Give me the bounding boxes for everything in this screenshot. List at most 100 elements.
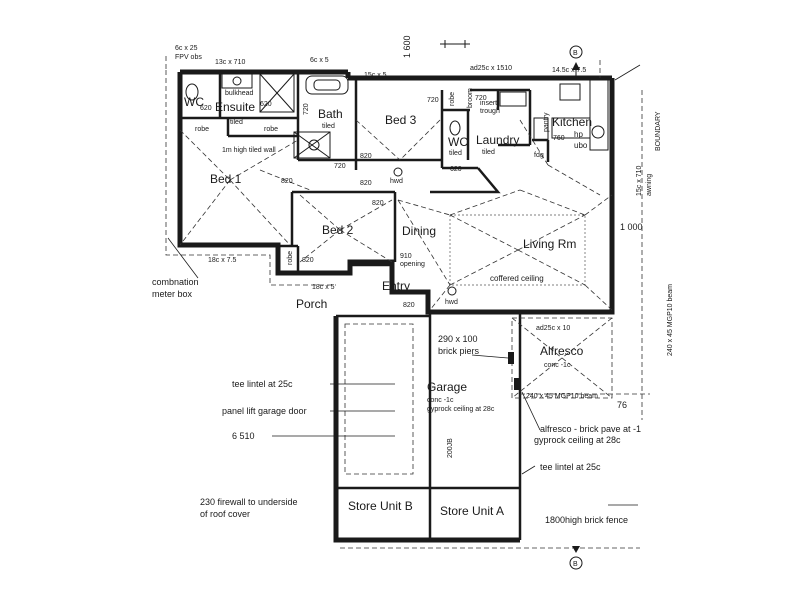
label-awning: awning [646, 174, 653, 196]
toilet-ensuite [185, 83, 199, 101]
brick-pier-2 [514, 378, 520, 390]
note-brick-piers-1: 290 x 100 [438, 334, 478, 344]
label-ubo: ubo [574, 141, 588, 150]
kitchen-island [551, 117, 591, 139]
label-200jb: 200JB [447, 438, 454, 458]
smoke-detector-icon [393, 167, 403, 177]
label-coffered: coffered ceiling [490, 274, 544, 283]
note-tee-lintel-2: tee lintel at 25c [540, 462, 601, 472]
shower-bath [293, 131, 331, 159]
label-door-820-b: 820 [360, 153, 372, 160]
label-win-18c: 18c x 7.5 [208, 257, 237, 264]
label-gyprock-garage: gyprock ceiling at 28c [427, 406, 495, 413]
note-meter-1: combnation [152, 277, 199, 287]
label-opening: opening [400, 261, 425, 268]
room-laundry: Laundry [476, 133, 519, 147]
room-store-a: Store Unit A [440, 504, 504, 518]
label-hwd-2: hwd [445, 299, 458, 306]
label-robe-3: robe [287, 251, 294, 265]
label-pantry: pantry [543, 112, 550, 132]
label-door-620: 620 [200, 105, 212, 112]
room-kitchen: Kitchen [552, 115, 592, 129]
label-tiled-wc: tiled [449, 150, 462, 157]
laundry-trough [499, 91, 527, 107]
room-entry: Entry [382, 279, 410, 293]
room-ensuite: Ensuite [215, 100, 255, 114]
label-robe-4: robe [449, 92, 456, 106]
label-robe-1: robe [195, 126, 209, 133]
garage-walls [333, 312, 522, 543]
label-door-820-f: 820 [403, 302, 415, 309]
label-win-13c: 13c x 710 [215, 59, 245, 66]
label-beam-h: 240 x 45 MGP10 beam [526, 393, 598, 400]
note-alfresco-pave-2: gyprock ceiling at 28c [534, 435, 621, 445]
label-door-620-b: 620 [450, 166, 462, 173]
garage-door-outline [344, 323, 414, 475]
dim-76: 76 [617, 400, 627, 410]
room-wc-laundry: WC [448, 135, 468, 149]
label-win-18c5: 18c x 5 [312, 284, 335, 291]
room-bath: Bath [318, 107, 343, 121]
label-conc-alfresco: conc -1c [544, 362, 571, 369]
section-b-bottom: B [573, 561, 578, 568]
toilet-wc [449, 120, 461, 136]
label-fdg: fdg [534, 152, 544, 159]
room-bed1: Bed 1 [210, 172, 242, 186]
note-firewall-2: of roof cover [200, 509, 250, 519]
pantry-box [533, 117, 549, 141]
note-alfresco-pave-1: alfresco - brick pave at -1 [540, 424, 641, 434]
note-fence: 1800high brick fence [545, 515, 628, 525]
vanity-ensuite [221, 73, 253, 89]
room-living: Living Rm [523, 237, 576, 251]
label-boundary: BOUNDARY [655, 111, 662, 151]
label-door-720-b: 720 [334, 163, 346, 170]
cooktop [591, 125, 605, 139]
shower-ensuite [259, 73, 295, 113]
room-wc-ensuite: WC [184, 95, 204, 109]
label-tiled-bath: tiled [322, 123, 335, 130]
label-door-720-a: 720 [303, 103, 310, 115]
dim-1000: 1 000 [620, 222, 643, 232]
label-door-820-c: 820 [360, 180, 372, 187]
label-trough: trough [480, 108, 500, 115]
section-b-top: B [573, 50, 578, 57]
label-tiled-laundry: tiled [482, 149, 495, 156]
section-marker-bottom [569, 546, 583, 570]
label-robe-2: robe [264, 126, 278, 133]
room-porch: Porch [296, 297, 327, 311]
kitchen-sink [559, 83, 581, 101]
note-meter-2: meter box [152, 289, 193, 299]
kitchen-bench [589, 79, 609, 151]
roof-diagonals [179, 119, 613, 311]
room-bed3: Bed 3 [385, 113, 417, 127]
eave-line [165, 70, 336, 286]
section-marker-top [569, 45, 583, 78]
room-alfresco: Alfresco [540, 344, 584, 358]
label-tiled-wall: 1m high tiled wall [222, 147, 276, 154]
room-bed2: Bed 2 [322, 223, 354, 237]
note-tee-lintel-1: tee lintel at 25c [232, 379, 293, 389]
fixtures [185, 73, 609, 159]
coffered-ceiling-outline [449, 214, 586, 286]
room-garage: Garage [427, 380, 467, 394]
label-win-15c: 15c x 5 [364, 72, 387, 79]
label-fpv-obs: FPV obs [175, 54, 202, 61]
room-dining: Dining [402, 224, 436, 238]
label-door-720-c: 720 [427, 97, 439, 104]
note-brick-piers-2: brick piers [438, 346, 480, 356]
label-insert: insert [480, 100, 497, 107]
label-opening-910: 910 [400, 253, 412, 260]
leader-lines [167, 64, 641, 506]
label-beam-v: 240 x 45 MGP10 beam [667, 284, 674, 356]
label-conc-garage: conc -1c [427, 397, 454, 404]
note-panel-lift: panel lift garage door [222, 406, 307, 416]
label-awning-size: 15c x 710 [636, 166, 643, 196]
label-tiled-ensuite: tiled [230, 119, 243, 126]
label-ad25c: ad25c x 1510 [470, 65, 512, 72]
label-door-760: 760 [553, 135, 565, 142]
label-fpv: 6c x 25 [175, 45, 198, 52]
label-door-820-d: 820 [372, 200, 384, 207]
brick-pier-1 [508, 352, 514, 364]
exterior-walls [177, 69, 615, 315]
